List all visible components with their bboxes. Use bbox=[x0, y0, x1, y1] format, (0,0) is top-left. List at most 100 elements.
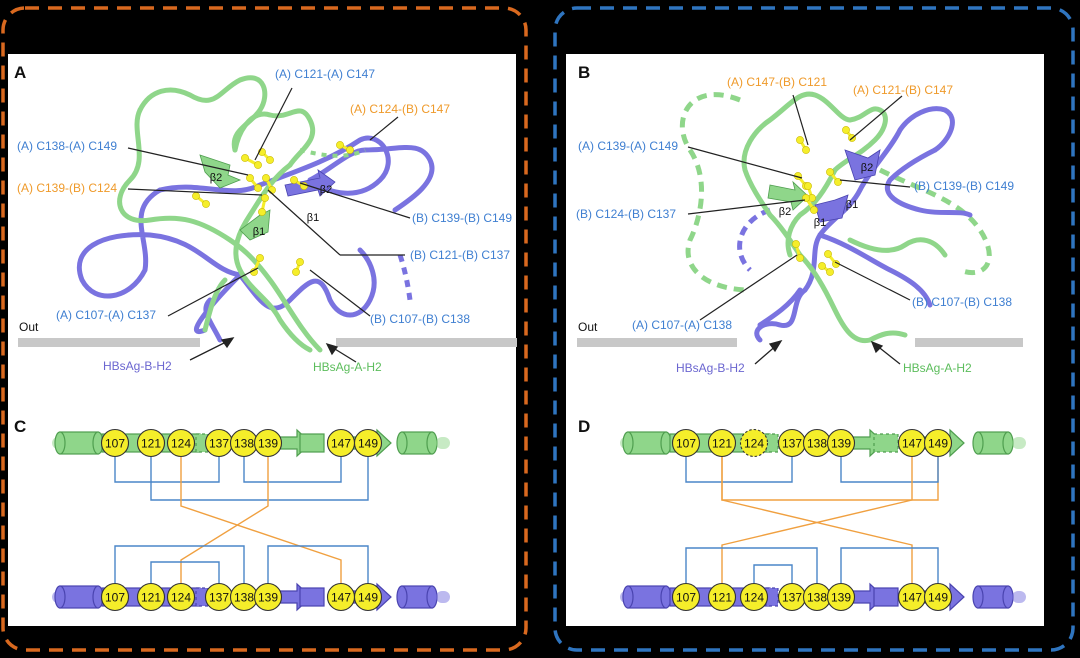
sulfur-atom bbox=[824, 250, 832, 258]
chain-tail bbox=[1012, 437, 1026, 449]
cysteine-label: 147 bbox=[331, 437, 351, 451]
panel-b-bond-label-2: (A) C121-(B) C147 bbox=[853, 83, 953, 97]
disulfide-link bbox=[685, 547, 818, 583]
panel-b-leader-lines bbox=[687, 94, 911, 321]
disulfide-link bbox=[721, 457, 913, 583]
chain-tail bbox=[1012, 591, 1026, 603]
cysteine-label: 107 bbox=[676, 591, 696, 605]
cysteine-139: 139 bbox=[826, 582, 856, 612]
cysteine-149: 149 bbox=[353, 582, 383, 612]
panel-a-helix-b-label: HBsAg-B-H2 bbox=[103, 359, 172, 373]
sulfur-atom bbox=[842, 126, 850, 134]
panel-b-bond-label-5: (B) C124-(B) C137 bbox=[576, 207, 676, 221]
cysteine-124: 124 bbox=[166, 582, 196, 612]
sulfur-atom bbox=[802, 146, 810, 154]
panel-b-letter: B bbox=[578, 63, 590, 82]
cysteine-149: 149 bbox=[353, 428, 383, 458]
panel-b-bond-label-7: (B) C107-(B) C138 bbox=[912, 295, 1012, 309]
panel-b-beta-label-2: β2 bbox=[779, 206, 791, 218]
panel-a: A Out β2 β2 β1 bbox=[14, 63, 517, 374]
helix-body bbox=[59, 585, 99, 609]
cysteine-circle bbox=[353, 582, 383, 612]
helix-cylinder bbox=[622, 585, 672, 609]
panel-b-arrows bbox=[754, 339, 901, 365]
sulfur-atom bbox=[796, 136, 804, 144]
cysteine-label: 137 bbox=[209, 437, 229, 451]
cysteine-label: 147 bbox=[902, 591, 922, 605]
cysteine-107: 107 bbox=[100, 582, 130, 612]
cysteine-label: 139 bbox=[258, 591, 278, 605]
sulfur-atom bbox=[254, 184, 262, 192]
disulfide-link bbox=[840, 547, 939, 583]
coil-segment bbox=[873, 433, 899, 453]
sulfur-atom bbox=[796, 254, 804, 262]
panel-a-arrows bbox=[189, 337, 357, 363]
sulfur-atom bbox=[292, 268, 300, 276]
cysteine-circle bbox=[100, 428, 130, 458]
panel-b-bond-label-1: (A) C147-(B) C121 bbox=[727, 75, 827, 89]
panel-d-letter: D bbox=[578, 417, 590, 436]
cysteine-label: 138 bbox=[807, 591, 827, 605]
helix-end bbox=[426, 431, 438, 455]
sulfur-atom bbox=[804, 182, 812, 190]
cysteine-circle bbox=[136, 582, 166, 612]
panel-a-beta-label-3: β1 bbox=[307, 212, 319, 224]
cysteine-121: 121 bbox=[707, 582, 737, 612]
panel-b: B Out β2 β2 bbox=[576, 63, 1023, 375]
helix-end bbox=[396, 585, 408, 609]
panel-b-helix-b-label: HBsAg-B-H2 bbox=[676, 361, 745, 375]
cysteine-label: 107 bbox=[105, 437, 125, 451]
panel-a-letter: A bbox=[14, 63, 26, 82]
cysteine-label: 138 bbox=[234, 591, 254, 605]
cysteine-138: 138 bbox=[802, 428, 832, 458]
cysteine-137: 137 bbox=[204, 582, 234, 612]
panel-a-bond-label-2: (A) C124-(B) C147 bbox=[350, 102, 450, 116]
helix-cylinder bbox=[972, 431, 1014, 455]
panel-a-bond-label-1: (A) C121-(A) C147 bbox=[275, 67, 375, 81]
cysteine-circle bbox=[671, 582, 701, 612]
helix-end bbox=[54, 585, 66, 609]
cysteine-107: 107 bbox=[100, 428, 130, 458]
cysteine-138: 138 bbox=[229, 428, 259, 458]
helix-end bbox=[972, 585, 984, 609]
disulfide-link bbox=[180, 457, 342, 583]
sulfur-atom bbox=[202, 200, 210, 208]
panel-b-chain-b-gap bbox=[737, 207, 771, 272]
sulfur-atom bbox=[261, 194, 269, 202]
sulfur-atom bbox=[268, 186, 276, 194]
cysteine-107: 107 bbox=[671, 582, 701, 612]
cysteine-circle bbox=[253, 582, 283, 612]
helix-end bbox=[1002, 431, 1014, 455]
helix-end bbox=[972, 431, 984, 455]
cysteine-138: 138 bbox=[229, 582, 259, 612]
cysteine-149: 149 bbox=[923, 428, 953, 458]
cysteine-circle bbox=[707, 582, 737, 612]
cysteine-circle bbox=[353, 428, 383, 458]
cysteine-121: 121 bbox=[707, 428, 737, 458]
cysteine-121: 121 bbox=[136, 582, 166, 612]
panel-b-chain-a-gaps bbox=[679, 92, 992, 293]
cysteine-label: 121 bbox=[141, 437, 161, 451]
cysteine-label: 149 bbox=[928, 591, 948, 605]
cysteine-circle bbox=[739, 428, 769, 458]
sulfur-atom bbox=[258, 208, 266, 216]
sulfur-atom bbox=[346, 146, 354, 154]
cysteine-label: 139 bbox=[831, 437, 851, 451]
sulfur-atom bbox=[296, 258, 304, 266]
cysteine-circle bbox=[923, 428, 953, 458]
helix-body bbox=[627, 585, 667, 609]
cysteine-137: 137 bbox=[777, 582, 807, 612]
panel-a-beta-sheet-b bbox=[284, 169, 336, 197]
sulfur-atom bbox=[266, 156, 274, 164]
coil-segment bbox=[299, 587, 325, 607]
cysteine-label: 137 bbox=[782, 591, 802, 605]
disulfide-link bbox=[114, 545, 245, 583]
cysteine-circle bbox=[739, 582, 769, 612]
panel-b-out-label: Out bbox=[578, 320, 598, 334]
cysteine-label: 107 bbox=[105, 591, 125, 605]
cysteine-147: 147 bbox=[897, 582, 927, 612]
panel-c-letter: C bbox=[14, 417, 26, 436]
panel-a-beta-label-2: β2 bbox=[320, 184, 332, 196]
